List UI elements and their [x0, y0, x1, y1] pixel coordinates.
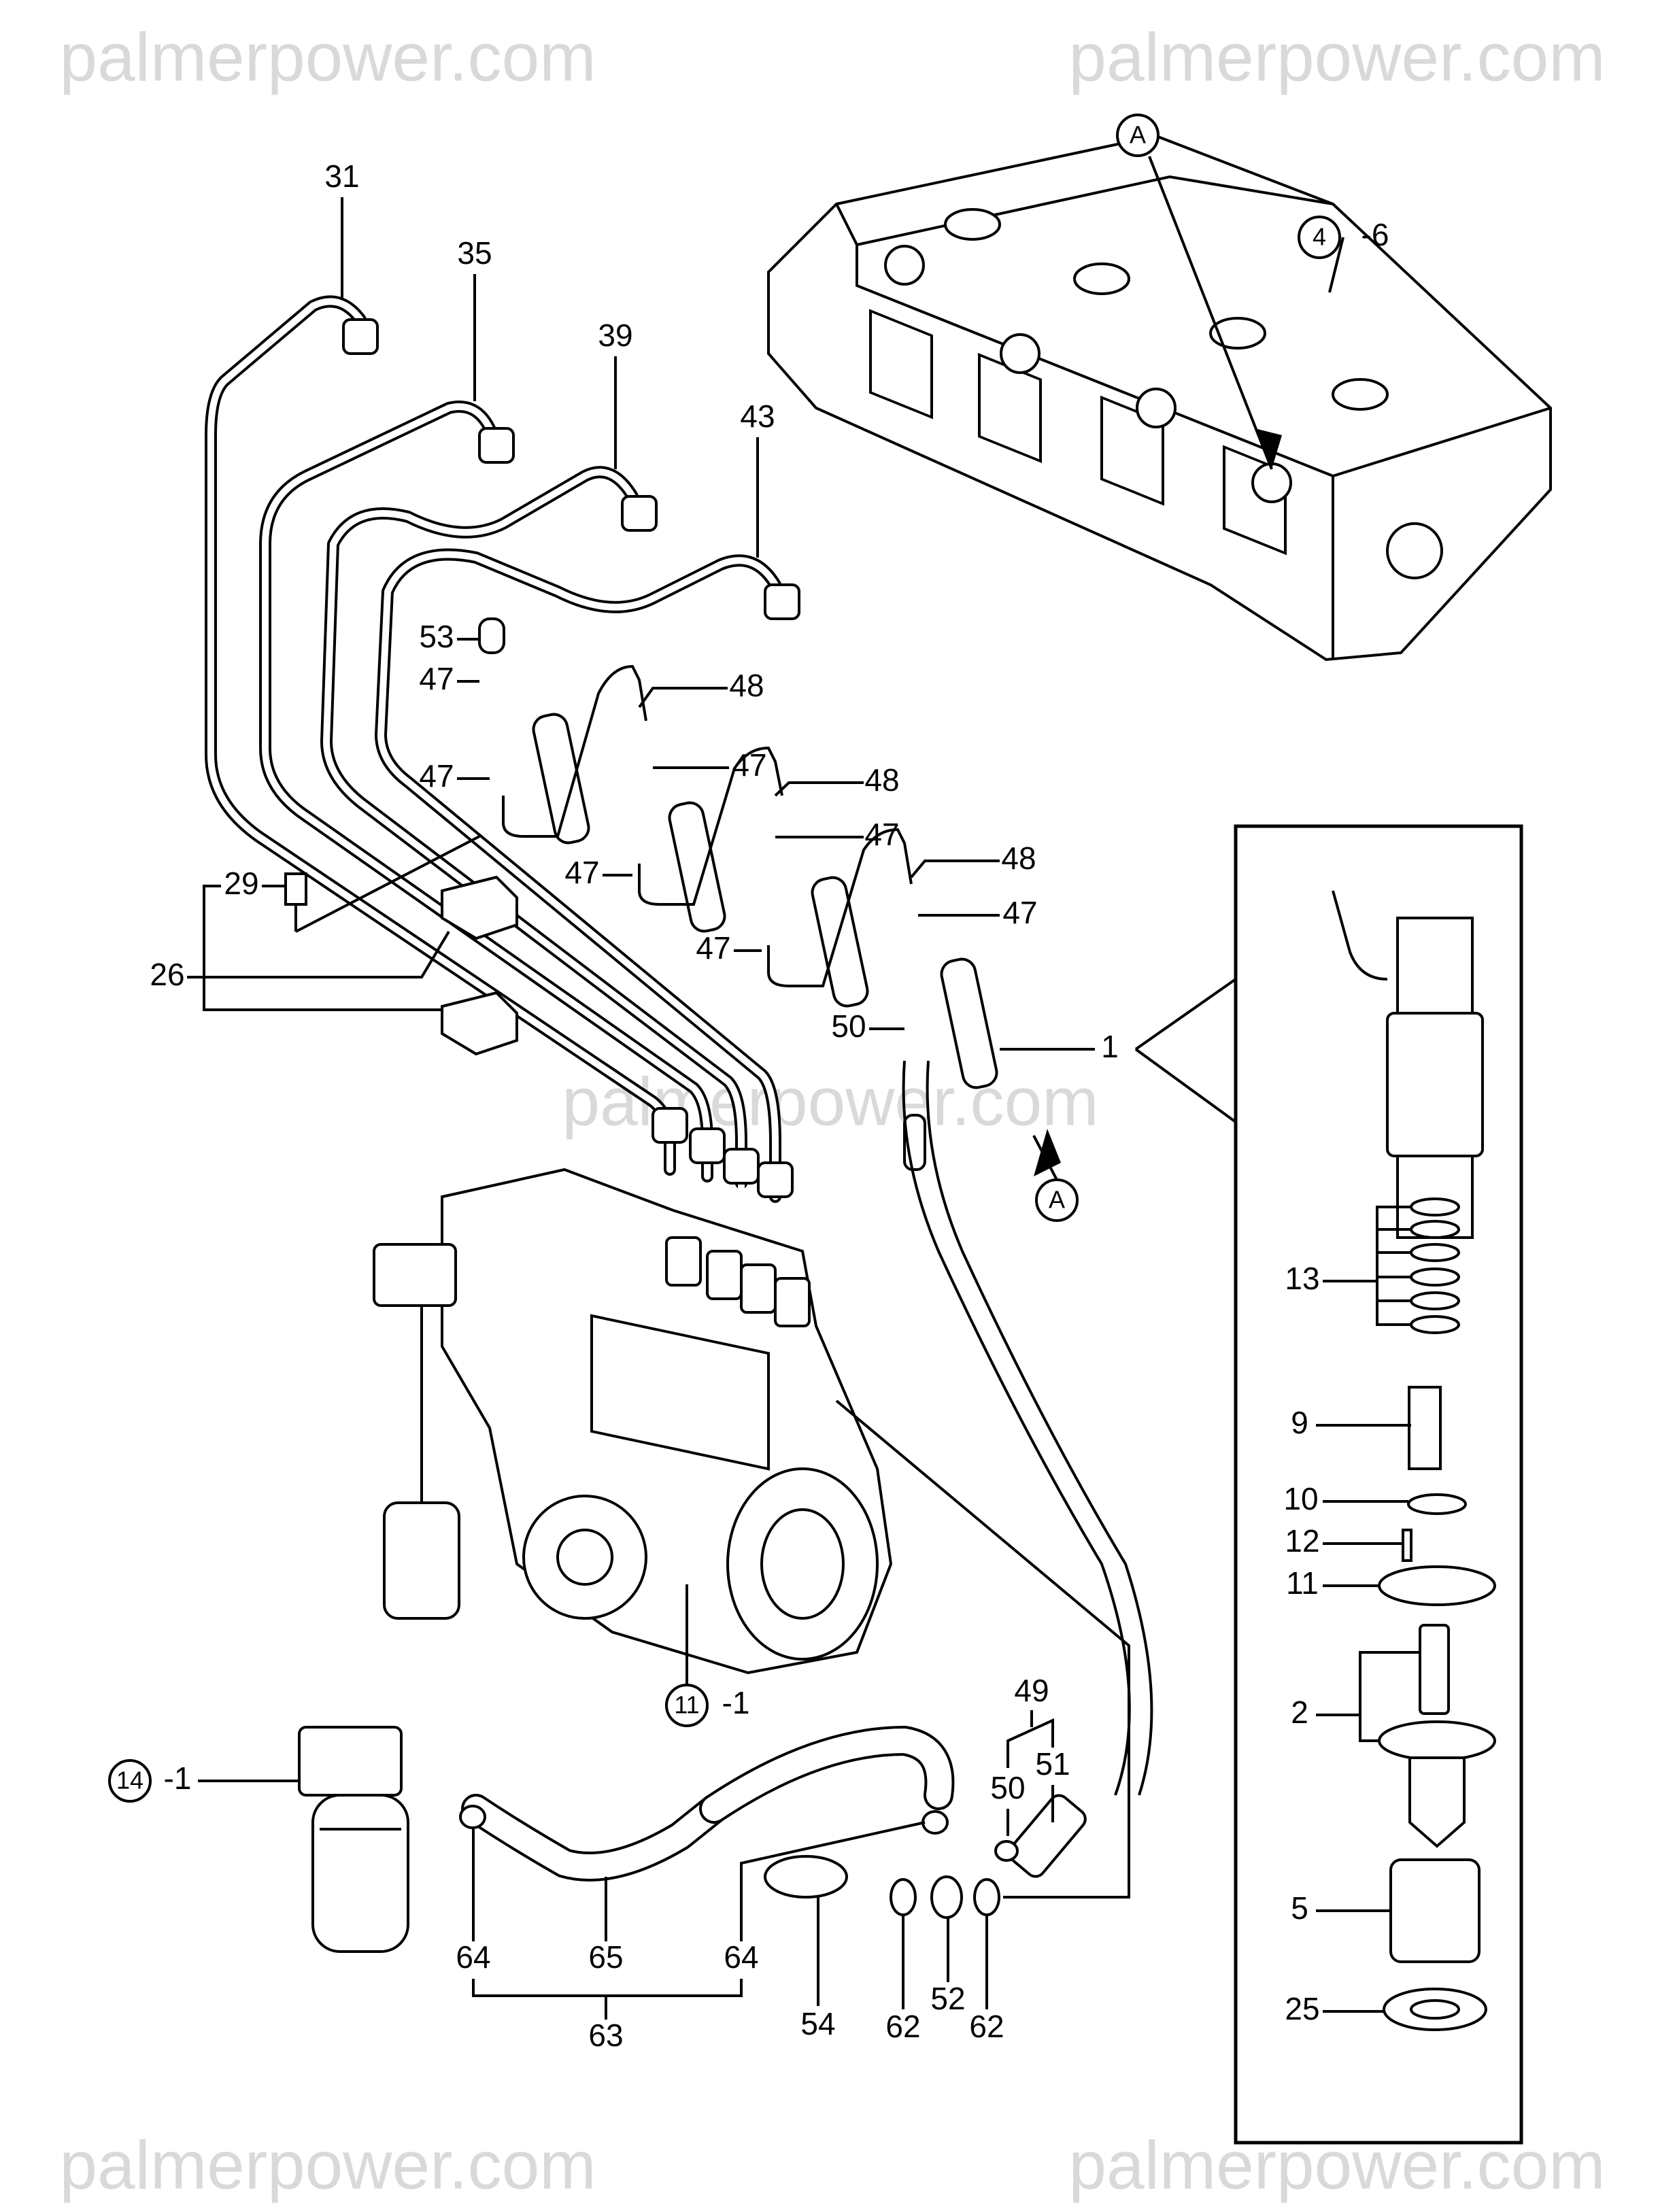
- fuel-hoses: [459, 1060, 1153, 1919]
- callout-51: 51: [1035, 1746, 1070, 1782]
- watermark-top-right: palmerpower.com: [1068, 19, 1605, 95]
- ref-11: 11: [674, 1691, 699, 1719]
- ref-circle-11: [665, 1684, 709, 1727]
- callout-29: 29: [224, 866, 258, 901]
- callout-9: 9: [1291, 1405, 1308, 1440]
- arrow-a-icon: [1034, 1129, 1061, 1176]
- callout-62: 62: [885, 2009, 920, 2044]
- callout-35: 35: [457, 235, 492, 271]
- cylinder-head: [767, 134, 1552, 662]
- ref-a-top: A: [1130, 121, 1146, 149]
- callout-62: 62: [969, 2009, 1004, 2044]
- pipe-35: [259, 401, 713, 1182]
- injectors: [478, 617, 998, 1171]
- callout-54: 54: [800, 2006, 835, 2041]
- ref-11-suffix: -1: [722, 1685, 750, 1720]
- callout-13: 13: [1285, 1261, 1319, 1296]
- callout-2: 2: [1291, 1695, 1308, 1730]
- callout-labels: 31 35 39 43 A 4 -6 53 47 48 47 47 48 47 …: [116, 121, 1389, 2054]
- callout-47: 47: [732, 747, 766, 783]
- callout-12: 12: [1285, 1523, 1319, 1559]
- ref-circle-14: [108, 1759, 152, 1803]
- watermark-top-left: palmerpower.com: [59, 19, 596, 95]
- leader-lines: [187, 156, 1411, 2020]
- callout-49: 49: [1014, 1673, 1049, 1708]
- reference-circles: [108, 114, 1341, 1803]
- callout-47: 47: [1002, 895, 1037, 930]
- ref-4-suffix: -6: [1361, 217, 1389, 252]
- ref-circle-a-bottom: [1035, 1178, 1079, 1222]
- callout-50: 50: [831, 1008, 866, 1044]
- callout-47: 47: [419, 758, 454, 794]
- callout-47: 47: [419, 661, 454, 696]
- ref-14-suffix: -1: [164, 1760, 192, 1796]
- callout-31: 31: [324, 158, 359, 194]
- callout-39: 39: [598, 318, 632, 353]
- injector-detail-inset: [1134, 824, 1523, 2145]
- watermark-bottom-right: palmerpower.com: [1068, 2127, 1605, 2203]
- pipe-nuts: [342, 318, 800, 1198]
- callout-47: 47: [864, 817, 899, 852]
- ref-14: 14: [116, 1767, 143, 1794]
- pipe-39: [320, 466, 747, 1193]
- watermarks: palmerpower.com palmerpower.com palmerpo…: [59, 19, 1605, 2203]
- fuel-filter: [298, 1726, 409, 1953]
- injection-pump: [373, 1168, 893, 1675]
- callout-43: 43: [740, 398, 775, 434]
- callout-47: 47: [564, 855, 599, 890]
- callout-50: 50: [990, 1770, 1025, 1805]
- callout-48: 48: [864, 762, 899, 798]
- callout-52: 52: [930, 1981, 965, 2016]
- ref-circle-4: [1298, 216, 1341, 259]
- callout-5: 5: [1291, 1890, 1308, 1926]
- watermark-bottom-left: palmerpower.com: [59, 2127, 596, 2203]
- callout-11: 11: [1286, 1565, 1319, 1601]
- pipe-31: [205, 295, 676, 1176]
- callout-64: 64: [724, 1939, 758, 1975]
- ref-circle-a-top: [1116, 114, 1160, 157]
- callout-48: 48: [729, 668, 764, 703]
- callout-48: 48: [1001, 840, 1036, 876]
- callout-10: 10: [1283, 1481, 1318, 1516]
- callout-47: 47: [696, 930, 730, 966]
- callout-26: 26: [150, 957, 184, 992]
- callout-65: 65: [588, 1939, 623, 1975]
- pipe-clamp: [284, 872, 518, 1056]
- callout-53: 53: [419, 619, 454, 654]
- callout-63: 63: [588, 2018, 623, 2053]
- callout-64: 64: [456, 1939, 490, 1975]
- ref-4: 4: [1313, 223, 1326, 251]
- arrow-a-top-icon: [1255, 428, 1282, 469]
- callout-25: 25: [1285, 1991, 1319, 2026]
- injection-pipes: [205, 295, 800, 1203]
- callout-1: 1: [1101, 1029, 1119, 1064]
- pipe-43: [375, 548, 781, 1203]
- washers: [1376, 1197, 1460, 1334]
- ref-a-bottom: A: [1049, 1186, 1065, 1214]
